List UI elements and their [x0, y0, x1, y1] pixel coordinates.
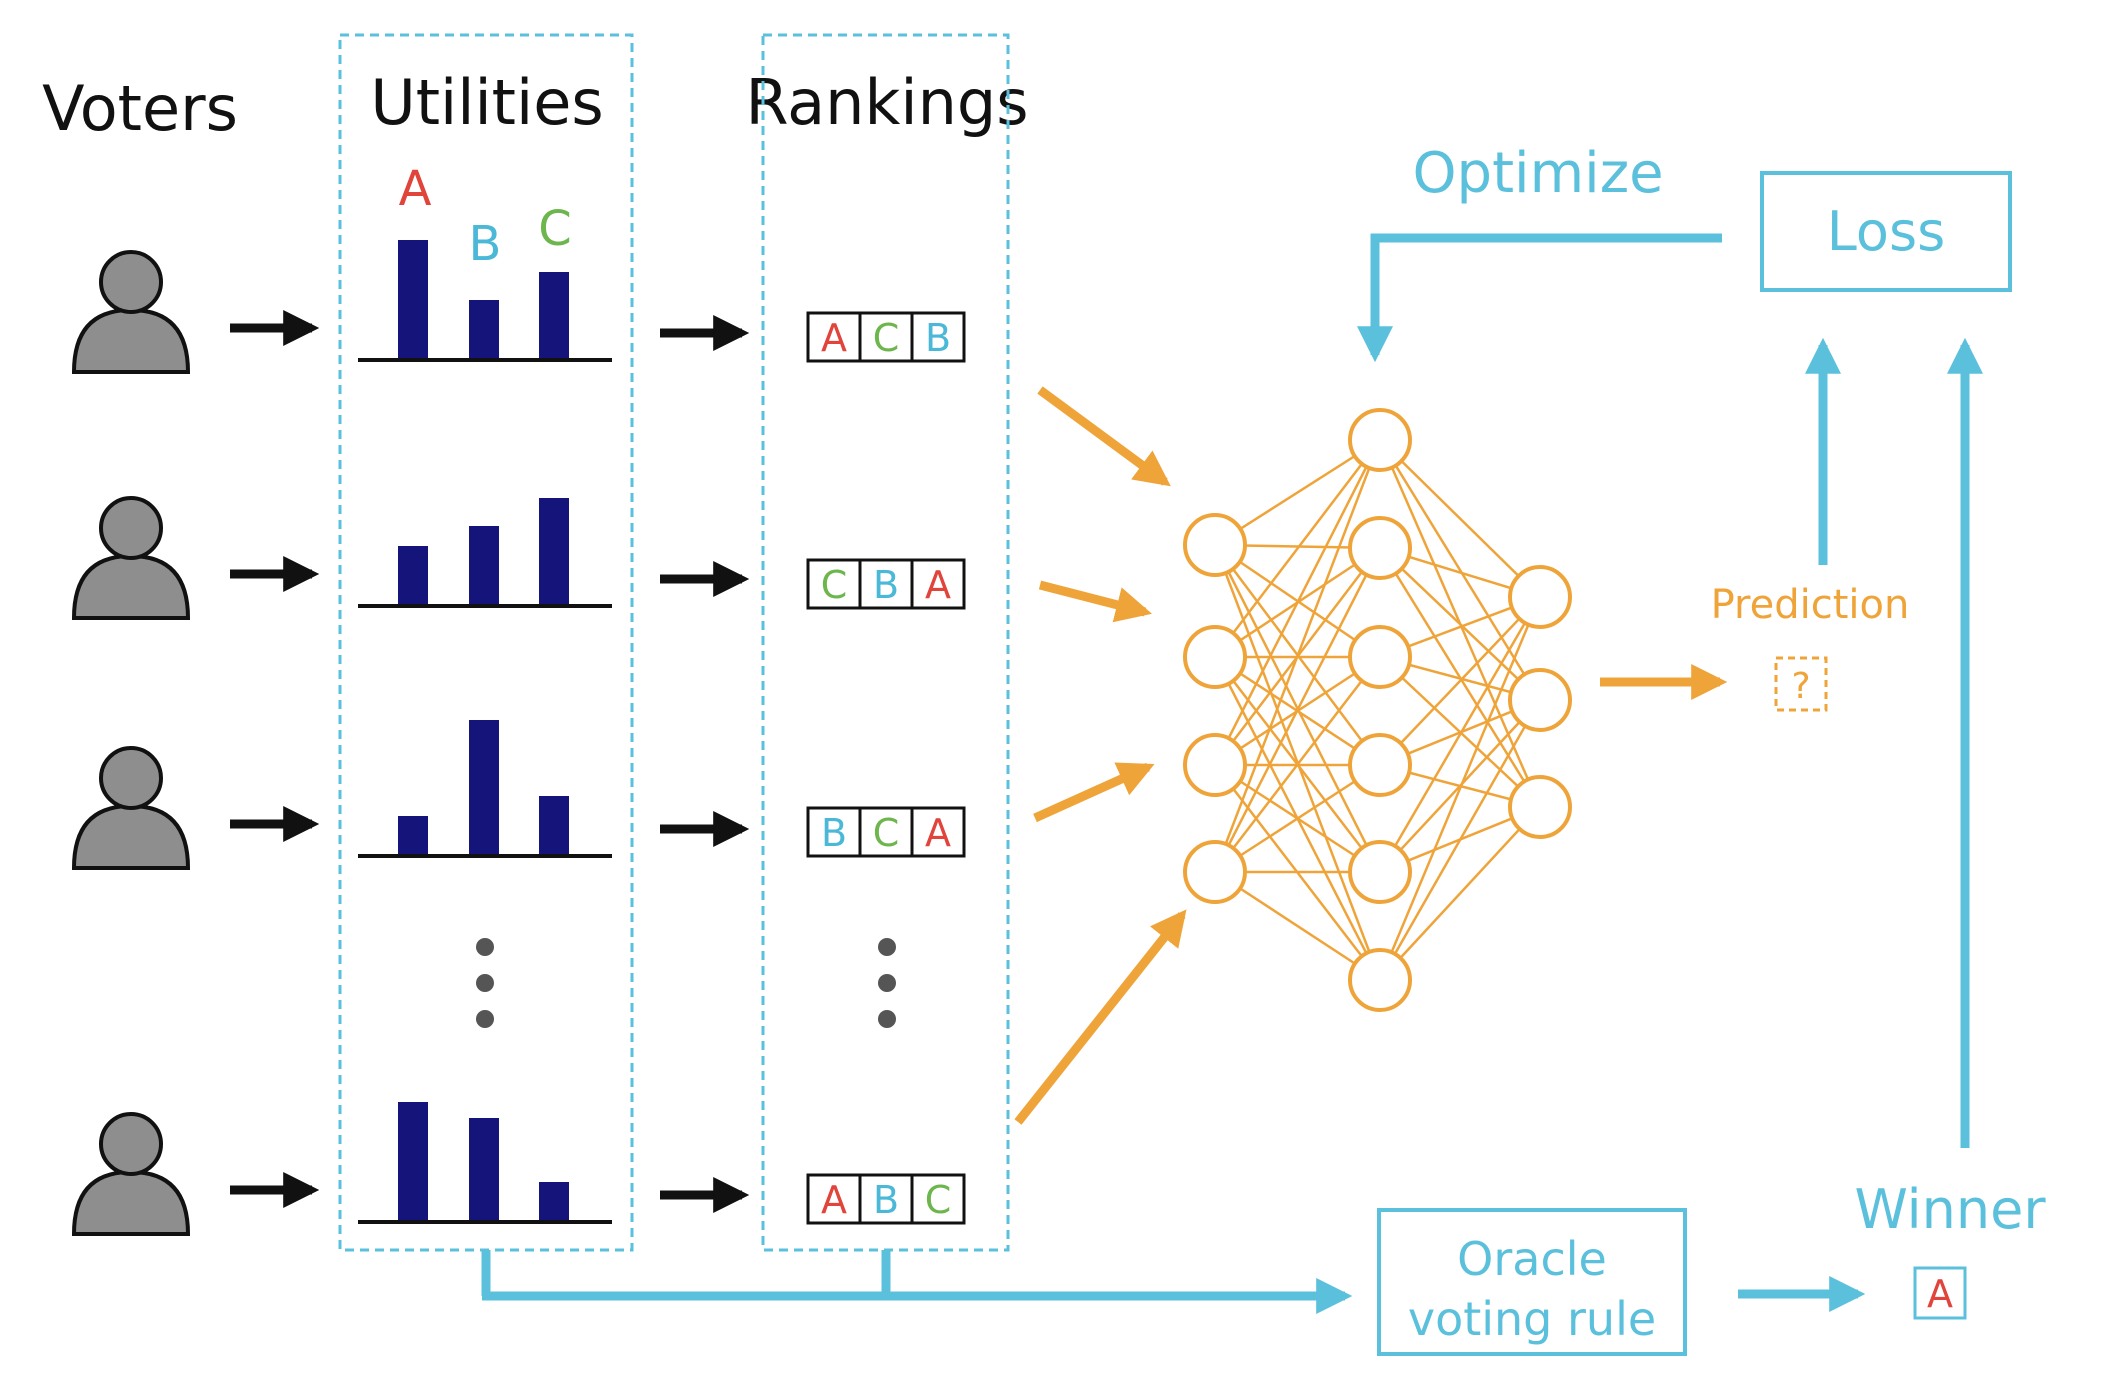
utility-chart — [358, 1102, 612, 1224]
loss-box — [1760, 171, 2012, 292]
winner-label: Winner — [1854, 1178, 2046, 1241]
rankings-column-box — [761, 33, 1010, 1252]
network-node — [1508, 668, 1572, 732]
utility-chart — [358, 240, 612, 362]
utility-bar — [398, 1102, 428, 1222]
network-node — [1348, 948, 1412, 1012]
utility-chart — [358, 498, 612, 608]
network-node — [1183, 513, 1247, 577]
utility-bar — [539, 1182, 569, 1222]
network-node — [1508, 565, 1572, 629]
candidate-label-b: B — [469, 216, 502, 272]
ranking-letter: A — [925, 563, 951, 607]
network-edge — [1378, 439, 1542, 701]
network-edge — [1379, 806, 1541, 981]
network-edge — [1213, 439, 1382, 766]
winner-box — [1913, 1266, 1967, 1320]
utilities-ellipsis — [476, 938, 494, 1028]
rankings-header: Rankings — [745, 66, 1028, 139]
ranking-letter: B — [873, 1178, 899, 1222]
ranking-letter: C — [925, 1178, 952, 1222]
ranking-letter: C — [873, 811, 900, 855]
ranking-letter: C — [821, 563, 848, 607]
optimize-arrow — [1357, 233, 1722, 363]
utility-bar — [398, 816, 428, 856]
network-edge — [1378, 596, 1542, 981]
utility-bar — [539, 272, 569, 360]
network-edge — [1214, 763, 1381, 874]
network-node — [1348, 625, 1412, 689]
columns-to-oracle-arrow — [481, 1250, 1353, 1314]
rankings-ellipsis — [878, 938, 896, 1028]
network-edge — [1214, 656, 1381, 873]
oracle-box — [1377, 1208, 1687, 1356]
network-edge — [1378, 596, 1542, 873]
network-node — [1183, 625, 1247, 689]
voter-icon — [71, 746, 191, 870]
network-edge — [1213, 439, 1382, 873]
utility-bar — [469, 300, 499, 360]
utility-bar — [398, 240, 428, 360]
network-edge — [1379, 596, 1541, 766]
network-input-arrows — [1014, 386, 1187, 1125]
oracle-label-line2: voting rule — [1408, 1292, 1656, 1346]
network-edge — [1214, 438, 1381, 547]
network-node — [1348, 516, 1412, 580]
network-edge — [1214, 439, 1381, 658]
utility-bar — [539, 796, 569, 856]
prediction-value: ? — [1791, 666, 1810, 707]
prediction-label: Prediction — [1711, 582, 1910, 628]
winner-value: A — [1927, 1272, 1953, 1316]
ranking-letter: B — [925, 316, 951, 360]
network-node — [1183, 733, 1247, 797]
network-node — [1348, 840, 1412, 904]
network-edge — [1214, 870, 1381, 982]
ranking-letter: B — [873, 563, 899, 607]
ranking-letter: A — [821, 316, 847, 360]
optimize-label: Optimize — [1412, 141, 1663, 206]
ranking-letter: A — [821, 1178, 847, 1222]
utility-bar — [469, 526, 499, 606]
utility-bar — [469, 720, 499, 856]
neural-network — [1183, 408, 1572, 1012]
network-edge — [1378, 699, 1542, 981]
candidate-label-a: A — [399, 161, 432, 217]
utilities-header: Utilities — [370, 66, 603, 139]
utility-chart — [358, 720, 612, 858]
utility-bar — [398, 546, 428, 606]
utility-bar — [539, 498, 569, 606]
voter-icon — [71, 250, 191, 374]
voters-header: Voters — [42, 72, 238, 145]
ranking-letter: A — [925, 811, 951, 855]
network-edge — [1213, 547, 1382, 873]
oracle-label-line1: Oracle — [1457, 1232, 1607, 1286]
network-node — [1508, 775, 1572, 839]
network-node — [1348, 408, 1412, 472]
network-node — [1348, 733, 1412, 797]
network-node — [1183, 840, 1247, 904]
loss-label: Loss — [1827, 200, 1945, 263]
ranking-letter: C — [873, 316, 900, 360]
prediction-box — [1774, 656, 1828, 712]
network-edge — [1379, 439, 1541, 598]
voter-icon — [71, 1112, 191, 1236]
utility-bar — [469, 1118, 499, 1222]
voter-icon — [71, 496, 191, 620]
candidate-label-c: C — [538, 201, 572, 257]
ranking-letter: B — [821, 811, 847, 855]
network-edge — [1379, 547, 1541, 701]
